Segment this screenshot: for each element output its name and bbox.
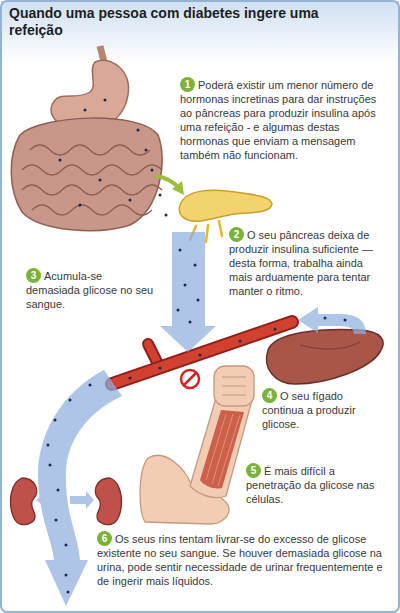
muscle-fibers: [206, 414, 240, 486]
finger-lines: [222, 377, 246, 395]
glucose-dot: [99, 179, 102, 182]
glucose-dot: [84, 109, 87, 112]
glucose-dot: [79, 204, 82, 207]
pointer-arrowhead: [172, 181, 184, 195]
glucose-dots: [47, 99, 347, 594]
flow-arrow: [298, 307, 366, 334]
coil: [22, 185, 162, 195]
callout-number: 6: [97, 531, 112, 546]
callout: 6Os seus rins tentam livrar-se do excess…: [97, 532, 387, 588]
callout-text: O seu fígado continua a produzir glicose…: [262, 389, 387, 431]
callout: 4O seu fígado continua a produzir glicos…: [262, 389, 387, 431]
glucose-dot: [177, 309, 180, 312]
forearm: [190, 398, 252, 498]
coil: [22, 165, 162, 175]
glucose-dot: [199, 354, 202, 357]
glucose-dot: [184, 284, 187, 287]
no-entry-slash: [184, 373, 196, 385]
header-band: [1, 1, 399, 63]
glucose-dot: [324, 317, 327, 320]
kidney-arrow: [36, 494, 44, 506]
flow-arrow: [160, 232, 216, 352]
glucose-dot: [54, 419, 57, 422]
glucose-dot: [137, 129, 140, 132]
glucose-dot: [59, 159, 62, 162]
finger-line: [222, 386, 246, 387]
callout-text: Poderá existir um menor número de hormon…: [180, 78, 385, 162]
kidney-arrow: [70, 491, 94, 509]
glucose-dot: [165, 214, 168, 217]
callout-number: 1: [180, 77, 195, 92]
title: Quando uma pessoa com diabetes ingere um…: [9, 5, 359, 39]
callout-text: É mais difícil a penetração da glicose n…: [246, 464, 391, 506]
ray: [206, 225, 208, 242]
glucose-dot: [55, 519, 58, 522]
liver-lobe-line: [300, 342, 360, 349]
muscle: [200, 410, 244, 489]
callout: 3Acumula-se demasiada glicose no seu san…: [26, 269, 156, 311]
glucose-dot: [129, 377, 132, 380]
glucose-dot: [239, 340, 242, 343]
glucose-dot: [159, 194, 162, 197]
fiber: [218, 415, 240, 486]
glucose-dot: [145, 149, 148, 152]
callout-text: O seu pâncreas deixa de produzir insulin…: [229, 228, 389, 298]
intestines: [11, 118, 162, 230]
glucose-dot: [47, 444, 50, 447]
callout-text: Os seus rins tentam livrar-se do excesso…: [97, 532, 387, 588]
coil: [30, 145, 150, 155]
glucose-dot: [89, 384, 92, 387]
kidney: [95, 478, 121, 525]
glucose-dot: [189, 321, 192, 324]
glucose-dot: [129, 199, 132, 202]
glucose-dot: [179, 249, 182, 252]
no-entry-sign: [181, 370, 199, 388]
callout-number: 4: [262, 388, 277, 403]
glucose-dot: [65, 574, 68, 577]
callout: 1Poderá existir um menor número de hormo…: [180, 78, 385, 162]
callout-text: Acumula-se demasiada glicose no seu sang…: [26, 269, 156, 311]
finger-line: [222, 395, 246, 396]
glucose-dot: [194, 264, 197, 267]
callout: 5É mais difícil a penetração da glicose …: [246, 464, 391, 506]
glucose-dot: [67, 591, 70, 594]
glucose-dot: [151, 169, 154, 172]
pancreas: [179, 190, 272, 221]
intestine-coils: [22, 145, 162, 215]
glucose-dot: [344, 319, 347, 322]
fist: [214, 366, 254, 406]
callout-number: 3: [26, 268, 41, 283]
ray: [219, 221, 222, 236]
glucose-dot: [49, 464, 52, 467]
glucose-dot: [104, 99, 107, 102]
glucose-dot: [65, 544, 68, 547]
glucose-dot: [274, 328, 277, 331]
glucose-dot: [159, 367, 162, 370]
glucose-dot: [197, 299, 200, 302]
liver: [267, 330, 384, 384]
glucose-dot: [57, 489, 60, 492]
finger-line: [222, 377, 246, 378]
callout-number: 2: [229, 227, 244, 242]
coil: [32, 205, 152, 215]
glucose-dot: [69, 399, 72, 402]
callout: 2O seu pâncreas deixa de produzir insuli…: [229, 228, 389, 298]
callout-number: 5: [246, 463, 261, 478]
kidney: [11, 478, 37, 525]
